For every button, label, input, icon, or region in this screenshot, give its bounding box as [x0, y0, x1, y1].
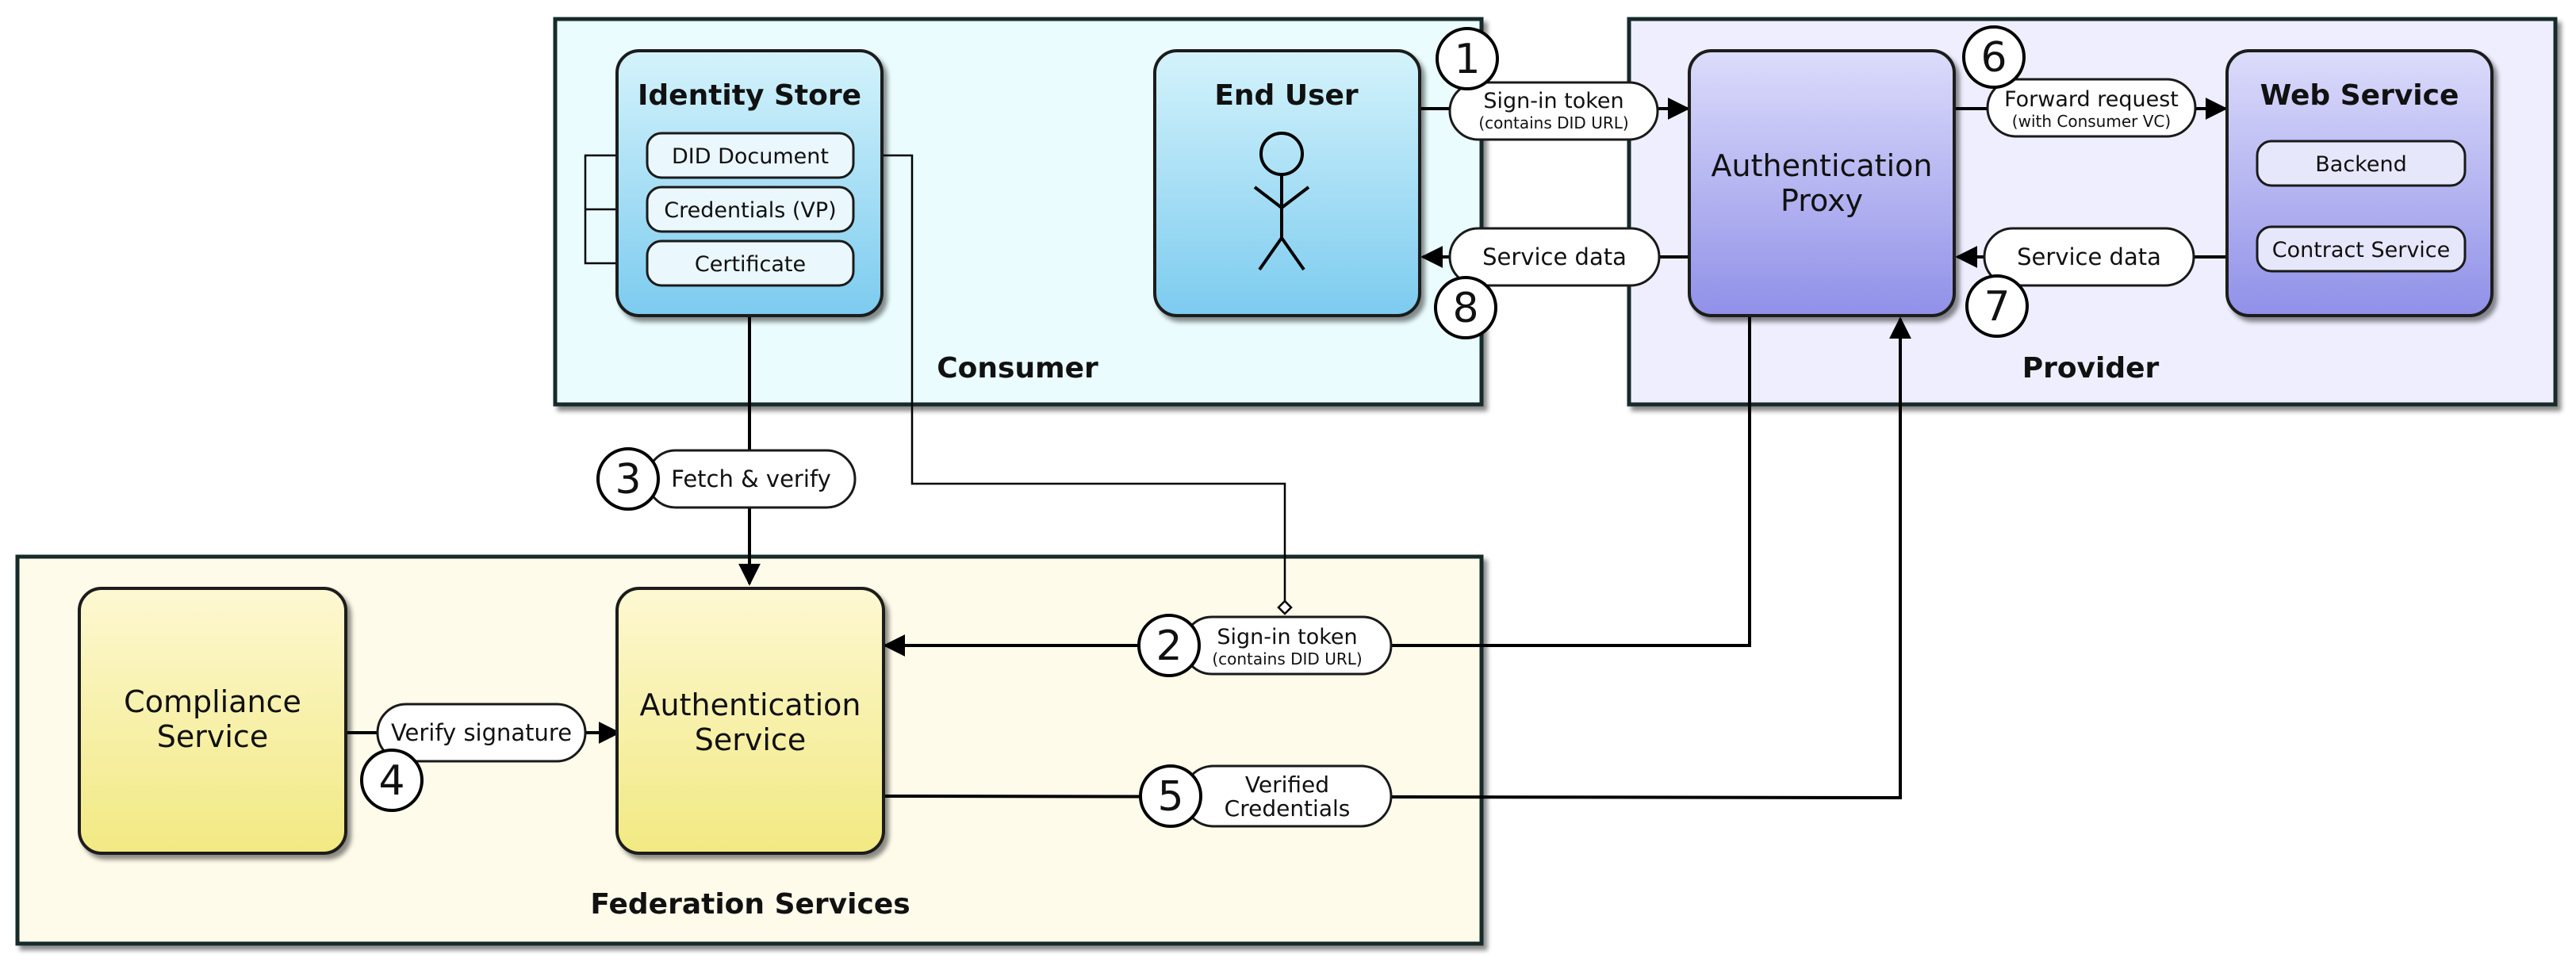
svg-text:Forward request: Forward request	[2004, 87, 2179, 112]
end-user-title: End User	[1214, 79, 1359, 112]
backend-label: Backend	[2315, 152, 2406, 177]
compliance-service-title-line1: Compliance	[124, 684, 301, 719]
provider-group-label: Provider	[2022, 352, 2160, 385]
federation-group-label: Federation Services	[590, 888, 910, 921]
certificate-label: Certificate	[695, 252, 806, 277]
step-1-label: Sign-in token (contains DID URL)	[1448, 81, 1659, 141]
svg-text:4: 4	[378, 757, 404, 805]
did-reference-diamond	[1277, 599, 1293, 615]
authentication-service-node: Authentication Service	[615, 587, 885, 855]
svg-text:Fetch & verify: Fetch & verify	[671, 465, 831, 492]
step-4-number: 4	[360, 749, 424, 812]
svg-text:8: 8	[1452, 285, 1478, 332]
authentication-proxy-node: Authentication Proxy	[1688, 49, 1956, 317]
consumer-group-label: Consumer	[937, 352, 1098, 385]
identity-store-node: Identity Store DID Document Credentials …	[615, 49, 884, 317]
did-document-label: DID Document	[672, 144, 829, 169]
authentication-proxy-title-line1: Authentication	[1712, 148, 1933, 183]
web-service-node: Web Service Backend Contract Service	[2225, 49, 2494, 317]
svg-text:6: 6	[1980, 34, 2007, 82]
svg-text:Verify signature: Verify signature	[391, 719, 572, 746]
step-4-label: Verify signature	[376, 703, 587, 763]
credentials-label: Credentials (VP)	[664, 198, 836, 223]
step-7-label: Service data	[1983, 227, 2195, 287]
step-8-number: 8	[1434, 276, 1497, 339]
svg-text:3: 3	[615, 456, 641, 504]
backend-box	[2256, 140, 2467, 187]
svg-text:7: 7	[1984, 283, 2010, 331]
authentication-service-title-line2: Service	[695, 722, 806, 757]
svg-text:Verified: Verified	[1245, 772, 1329, 798]
svg-text:(contains DID URL): (contains DID URL)	[1212, 649, 1362, 668]
credentials-box	[646, 186, 855, 233]
contract-service-box	[2256, 225, 2467, 273]
did-document-box	[646, 132, 855, 179]
identity-store-title: Identity Store	[638, 79, 861, 112]
step-6-label: Forward request (with Consumer VC)	[1986, 78, 2197, 138]
compliance-service-node: Compliance Service	[78, 587, 347, 855]
step-5-number: 5	[1139, 764, 1202, 828]
web-service-title: Web Service	[2260, 79, 2459, 112]
step-5-label: Verified Credentials	[1182, 764, 1393, 828]
step-2-label: Sign-in token (contains DID URL)	[1182, 615, 1393, 676]
authentication-service-title-line1: Authentication	[640, 687, 861, 722]
certificate-box	[646, 239, 855, 287]
svg-text:Service data: Service data	[2017, 243, 2161, 270]
end-user-node: End User	[1153, 49, 1421, 317]
authentication-proxy-title-line2: Proxy	[1781, 183, 1863, 218]
step-2-number: 2	[1137, 614, 1201, 677]
step-6-number: 6	[1962, 25, 2026, 89]
step-8-label: Service data	[1448, 227, 1661, 287]
step-3-number: 3	[596, 447, 660, 511]
svg-text:Service data: Service data	[1482, 243, 1627, 270]
svg-text:5: 5	[1157, 773, 1183, 821]
contract-service-label: Contract Service	[2272, 238, 2451, 262]
step-3-label: Fetch & verify	[646, 449, 857, 509]
step-7-number: 7	[1965, 274, 2029, 338]
svg-text:(contains DID URL): (contains DID URL)	[1478, 113, 1628, 132]
svg-text:Credentials: Credentials	[1225, 795, 1351, 822]
did-reference-link	[853, 154, 1286, 603]
svg-text:Sign-in token: Sign-in token	[1217, 625, 1357, 649]
svg-text:1: 1	[1454, 36, 1480, 83]
svg-text:(with Consumer VC): (with Consumer VC)	[2012, 112, 2171, 131]
step-1-number: 1	[1436, 27, 1499, 90]
svg-text:Sign-in token: Sign-in token	[1483, 89, 1623, 113]
compliance-service-title-line2: Service	[157, 719, 268, 754]
person-icon	[1253, 132, 1310, 271]
svg-text:2: 2	[1156, 622, 1182, 670]
